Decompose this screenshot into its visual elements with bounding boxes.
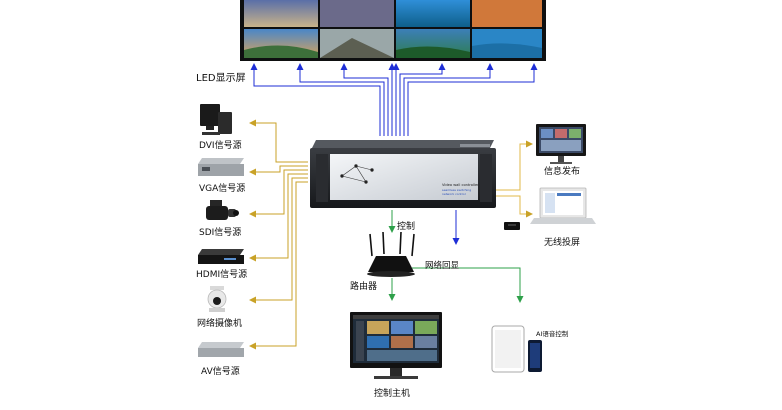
source-label-av: AV信号源 bbox=[201, 367, 240, 377]
source-label-ipcam: 网络摄像机 bbox=[197, 319, 243, 329]
network-lines bbox=[388, 210, 524, 303]
info-release-monitor bbox=[536, 124, 586, 164]
source-label-dvi: DVI信号源 bbox=[199, 141, 242, 151]
controller-text-1: Video wall controller bbox=[442, 183, 479, 187]
output-lines bbox=[250, 63, 538, 136]
led-tile-1 bbox=[244, 0, 318, 27]
source-label-vga: VGA信号源 bbox=[199, 184, 246, 194]
wireless-cast-label: 无线投屏 bbox=[544, 238, 581, 248]
video-wall-controller bbox=[310, 140, 496, 208]
wireless-laptop bbox=[504, 187, 596, 230]
network-echo-label: 网络回显 bbox=[425, 261, 460, 271]
hdmi-player-icon bbox=[198, 249, 244, 264]
led-tile-4 bbox=[472, 0, 542, 27]
av-box-icon bbox=[198, 342, 244, 357]
router bbox=[367, 231, 415, 277]
led-tile-2 bbox=[320, 0, 394, 27]
led-tile-3 bbox=[396, 0, 470, 27]
vga-box-icon bbox=[198, 158, 244, 176]
controller-text-3: network control bbox=[442, 192, 466, 196]
desktop-pc-icon bbox=[200, 104, 232, 135]
router-label: 路由器 bbox=[350, 282, 378, 292]
controller-text-2: seamless switching bbox=[442, 188, 471, 192]
tablet-and-phone bbox=[491, 325, 542, 373]
ai-voice-label: AI语音控制 bbox=[536, 330, 569, 338]
ip-camera-icon bbox=[207, 286, 227, 312]
led-wall bbox=[240, 0, 546, 61]
source-label-hdmi: HDMI信号源 bbox=[196, 270, 248, 280]
source-lines bbox=[249, 119, 308, 350]
video-camera-icon bbox=[206, 200, 239, 220]
info-release-label: 信息发布 bbox=[544, 167, 581, 177]
control-link-label: 控制 bbox=[397, 222, 416, 232]
control-host-monitor bbox=[350, 312, 442, 379]
led-wall-label: LED显示屏 bbox=[196, 73, 246, 84]
source-label-sdi: SDI信号源 bbox=[199, 228, 242, 238]
control-host-label: 控制主机 bbox=[374, 389, 411, 399]
right-output-lines bbox=[496, 140, 533, 218]
